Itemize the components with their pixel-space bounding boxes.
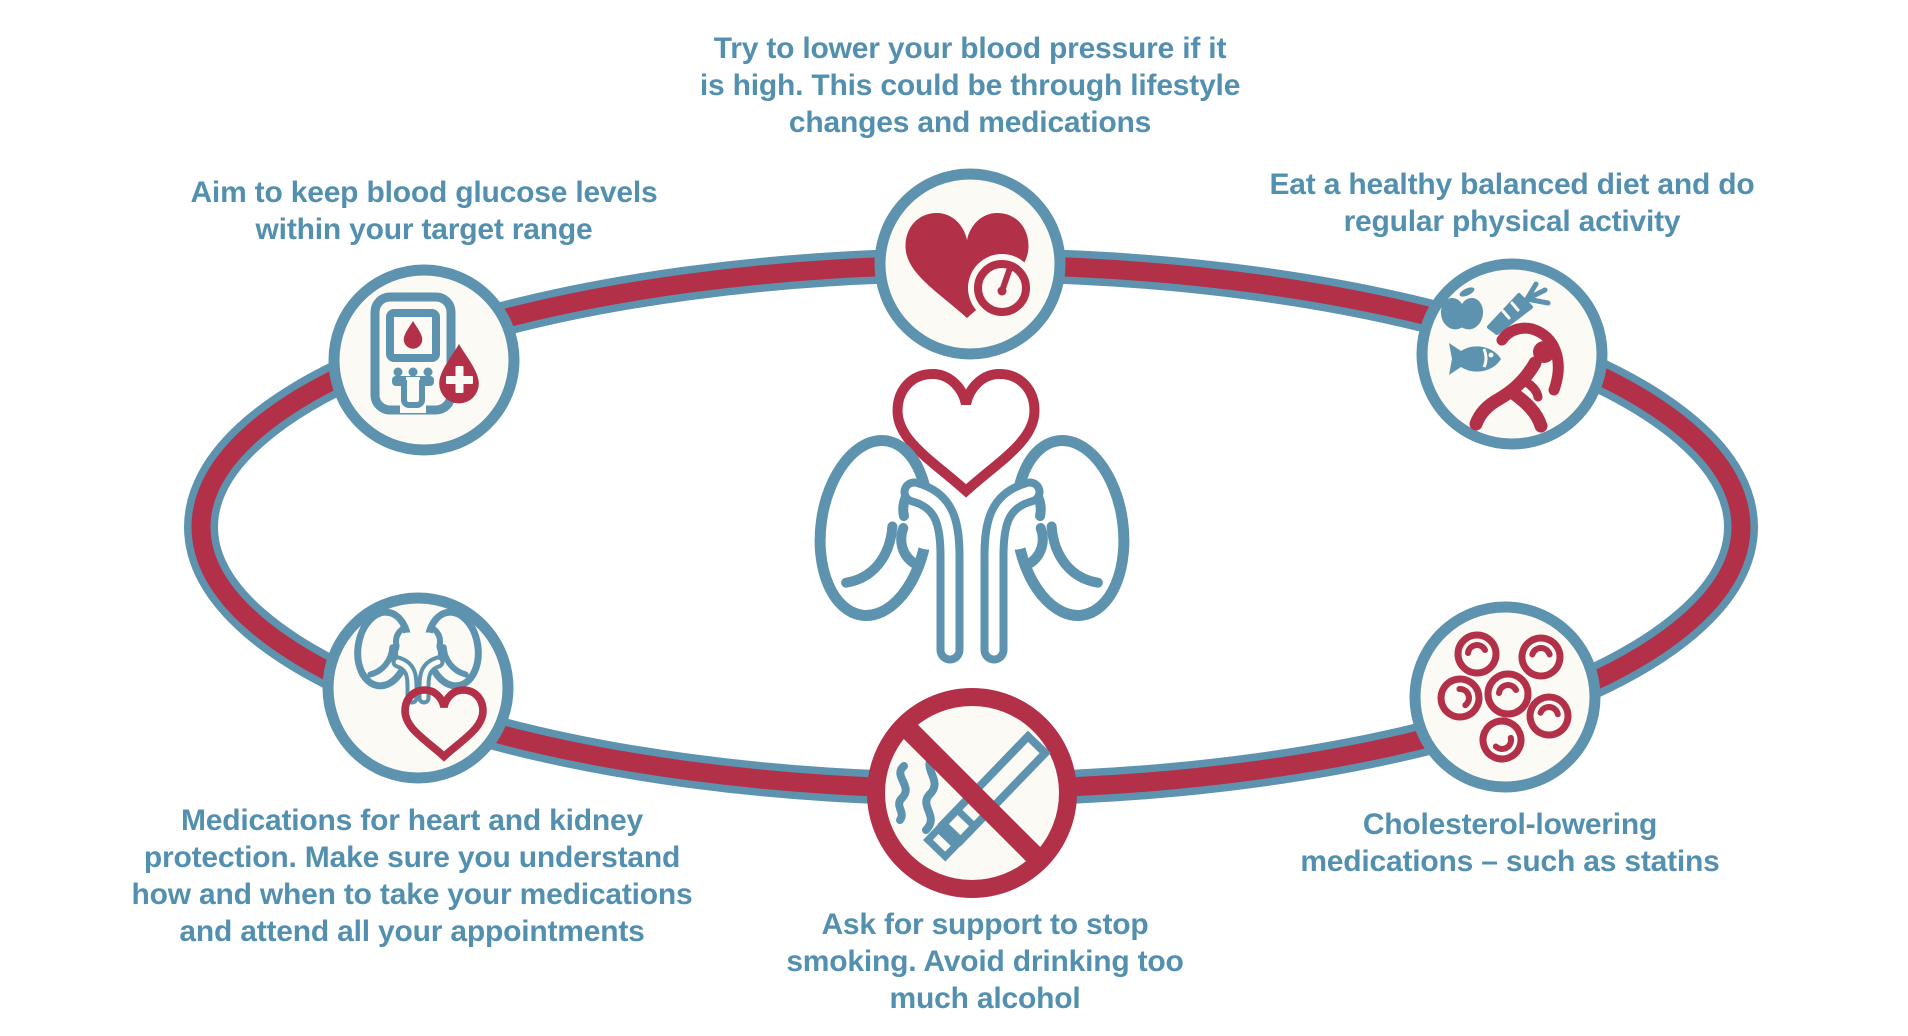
diet-activity-label: Eat a healthy balanced diet and do regul… xyxy=(1269,168,1755,238)
blood-cells-icon xyxy=(1437,631,1572,763)
blood-drop-plus-icon xyxy=(439,344,479,404)
blood-pressure-label: Try to lower your blood pressure if it i… xyxy=(699,32,1241,139)
kidneys-and-heart-icon xyxy=(814,374,1130,664)
kidneys-heart-icon xyxy=(354,608,483,757)
cholesterol-label: Cholesterol-lowering medications – such … xyxy=(1300,808,1720,878)
fish-icon xyxy=(1449,343,1501,375)
diet-activity-node-circle xyxy=(1416,258,1608,450)
glucose-meter-icon xyxy=(370,292,479,415)
no-smoking-icon xyxy=(895,719,1051,867)
heart-blood-pressure-gauge-icon xyxy=(905,213,1036,322)
blood-glucose-label: Aim to keep blood glucose levels within … xyxy=(190,176,658,246)
smoking-alcohol-label: Ask for support to stop smoking. Avoid d… xyxy=(786,908,1184,1015)
medications-label: Medications for heart and kidney protect… xyxy=(131,804,693,948)
healthy-food-exercise-icon xyxy=(1440,281,1564,433)
prohibition-bar xyxy=(898,719,1046,867)
stretching-person-icon xyxy=(1469,322,1564,433)
carrot-icon xyxy=(1487,281,1551,335)
apple-icon xyxy=(1440,287,1484,330)
